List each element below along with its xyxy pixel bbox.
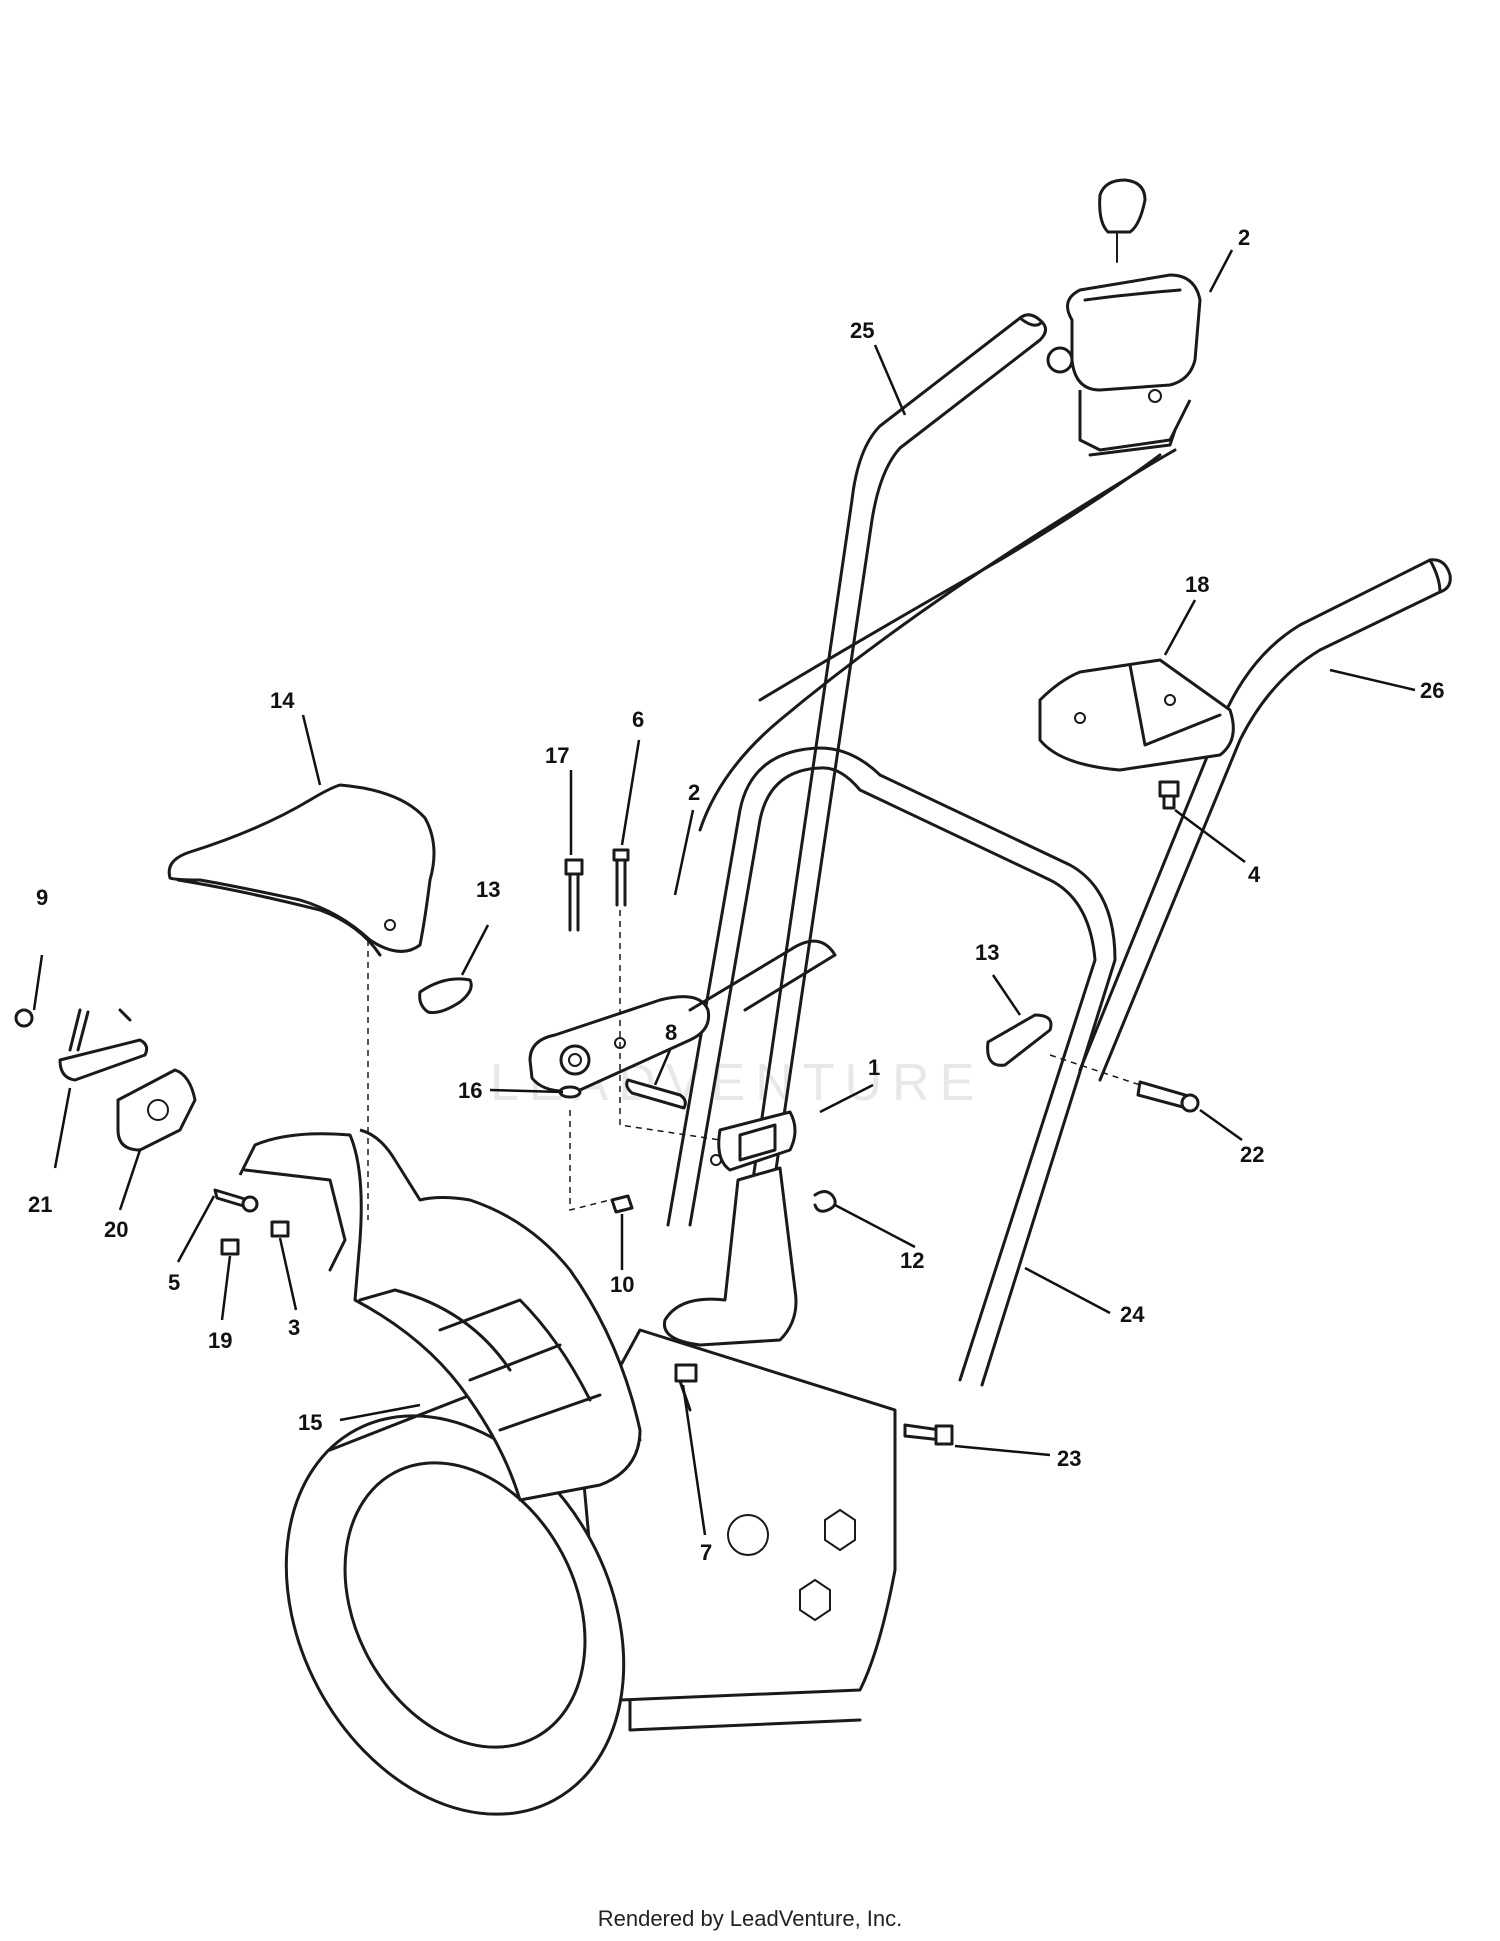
discharge-chute xyxy=(238,1128,642,1502)
callout-9: 9 xyxy=(36,885,48,910)
callout-14: 14 xyxy=(270,688,295,713)
callout-19: 19 xyxy=(208,1328,232,1353)
auger-housing xyxy=(284,1328,897,1816)
callout-6: 6 xyxy=(632,707,644,732)
knob-13-right xyxy=(986,1013,1053,1067)
guide-line-1 xyxy=(569,1110,611,1211)
lower-handle xyxy=(666,746,1117,1387)
knob-13-left xyxy=(418,977,473,1014)
callout-2-top: 2 xyxy=(1238,225,1250,250)
callout-3: 3 xyxy=(288,1315,300,1340)
leader-lines xyxy=(32,249,1416,1536)
shift-console xyxy=(1046,178,1202,457)
callouts: 2 25 18 26 4 14 17 6 2 13 13 9 8 1 16 22… xyxy=(28,225,1444,1565)
deflector-bracket xyxy=(116,1068,197,1152)
callout-5: 5 xyxy=(168,1270,180,1295)
bolt-3 xyxy=(270,1220,290,1238)
callout-25: 25 xyxy=(850,318,874,343)
callout-13-left: 13 xyxy=(476,877,500,902)
callout-12: 12 xyxy=(900,1248,924,1273)
callout-20: 20 xyxy=(104,1217,128,1242)
shift-cable-2 xyxy=(758,453,1162,702)
shift-cable xyxy=(698,448,1177,832)
upper-handle-right xyxy=(1078,558,1452,1082)
callout-8: 8 xyxy=(665,1020,677,1045)
pin-8 xyxy=(625,1078,687,1110)
callout-10: 10 xyxy=(610,1272,634,1297)
bolt-23 xyxy=(903,1423,954,1446)
callout-17: 17 xyxy=(545,743,569,768)
clip-12 xyxy=(813,1190,837,1213)
control-bracket xyxy=(1038,658,1235,772)
callout-24: 24 xyxy=(1120,1302,1145,1327)
footer-credit: Rendered by LeadVenture, Inc. xyxy=(597,1906,903,1931)
upper-handle-left xyxy=(748,313,1047,1212)
bolt-5 xyxy=(213,1188,259,1213)
nut-9 xyxy=(14,1008,34,1028)
bolt-6 xyxy=(612,848,630,907)
bolt-4 xyxy=(1158,780,1180,810)
pin-22 xyxy=(1136,1080,1200,1113)
chute-base-bracket xyxy=(662,1110,798,1347)
bolt-17 xyxy=(564,858,584,932)
callout-7: 7 xyxy=(700,1540,712,1565)
callout-21: 21 xyxy=(28,1192,52,1217)
callout-1: 1 xyxy=(868,1055,880,1080)
cable-end xyxy=(58,1008,149,1082)
nut-10 xyxy=(610,1194,634,1214)
callout-15: 15 xyxy=(298,1410,322,1435)
callout-16: 16 xyxy=(458,1078,482,1103)
chute-deflector xyxy=(167,783,436,957)
guide-line-2 xyxy=(619,910,721,1141)
callout-23: 23 xyxy=(1057,1446,1081,1471)
callout-18: 18 xyxy=(1185,572,1209,597)
callout-22: 22 xyxy=(1240,1142,1264,1167)
bolt-19 xyxy=(220,1238,240,1256)
callout-13-right: 13 xyxy=(975,940,999,965)
callout-2-lower: 2 xyxy=(688,780,700,805)
callout-4: 4 xyxy=(1248,862,1261,887)
guide-line-4 xyxy=(1049,1054,1141,1086)
callout-26: 26 xyxy=(1420,678,1444,703)
